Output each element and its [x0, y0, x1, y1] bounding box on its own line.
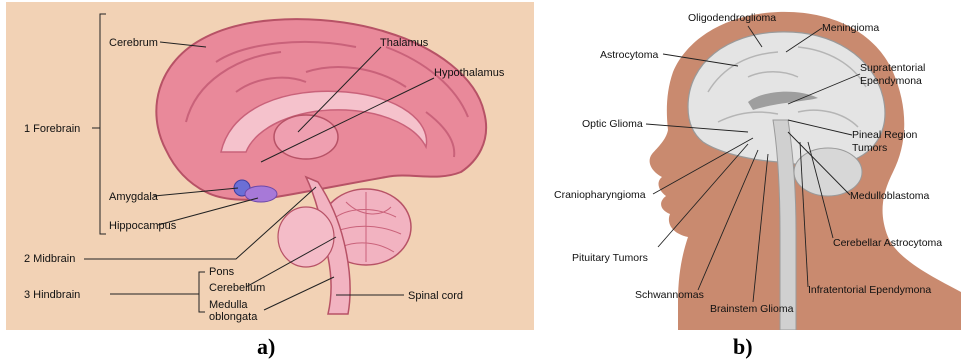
hippocampus-shape	[245, 186, 277, 202]
label-oligodendroglioma: Oligodendroglioma	[688, 12, 776, 24]
thalamus-shape	[274, 115, 338, 159]
label-hypothalamus: Hypothalamus	[434, 67, 505, 79]
label-forebrain: 1 Forebrain	[24, 123, 80, 135]
label-pineal-line2: Tumors	[852, 142, 887, 154]
label-pituitary-tumors: Pituitary Tumors	[572, 252, 648, 264]
label-cerebellar-astrocytoma: Cerebellar Astrocytoma	[833, 237, 942, 249]
head-tumor-illustration: Oligodendroglioma Meningioma Astrocytoma…	[548, 2, 961, 330]
label-medulloblastoma: Medulloblastoma	[850, 190, 930, 202]
label-astrocytoma: Astrocytoma	[600, 49, 659, 61]
label-amygdala: Amygdala	[109, 191, 159, 203]
label-thalamus: Thalamus	[380, 37, 429, 49]
label-pons: Pons	[209, 266, 235, 278]
caption-panel-a: a)	[257, 334, 275, 360]
label-infratentorial-ependymona: Infratentorial Ependymona	[808, 284, 931, 296]
label-supratentorial-line1: Supratentorial	[860, 62, 925, 74]
label-craniopharyngioma: Craniopharyngioma	[554, 189, 646, 201]
label-optic-glioma: Optic Glioma	[582, 118, 643, 130]
label-cerebrum: Cerebrum	[109, 37, 158, 49]
label-meningioma: Meningioma	[822, 22, 879, 34]
label-medulla-line1: Medulla	[209, 299, 248, 311]
label-medulla-line2: oblongata	[209, 311, 258, 323]
label-pineal-line1: Pineal Region	[852, 129, 918, 141]
label-midbrain: 2 Midbrain	[24, 253, 75, 265]
caption-panel-b: b)	[733, 334, 753, 360]
label-supratentorial-line2: Ependymona	[860, 75, 922, 87]
label-hindbrain: 3 Hindbrain	[24, 289, 80, 301]
label-brainstem-glioma: Brainstem Glioma	[710, 303, 794, 315]
label-hippocampus: Hippocampus	[109, 220, 177, 232]
brain-regions-panel: Cerebrum Thalamus Hypothalamus 1 Forebra…	[6, 2, 534, 330]
label-cerebellum: Cerebellum	[209, 282, 265, 294]
label-spinal-cord: Spinal cord	[408, 290, 463, 302]
label-schwannomas: Schwannomas	[635, 289, 704, 301]
brain-regions-illustration: Cerebrum Thalamus Hypothalamus 1 Forebra…	[6, 2, 534, 330]
brain-tumor-locations-panel: Oligodendroglioma Meningioma Astrocytoma…	[548, 2, 961, 330]
